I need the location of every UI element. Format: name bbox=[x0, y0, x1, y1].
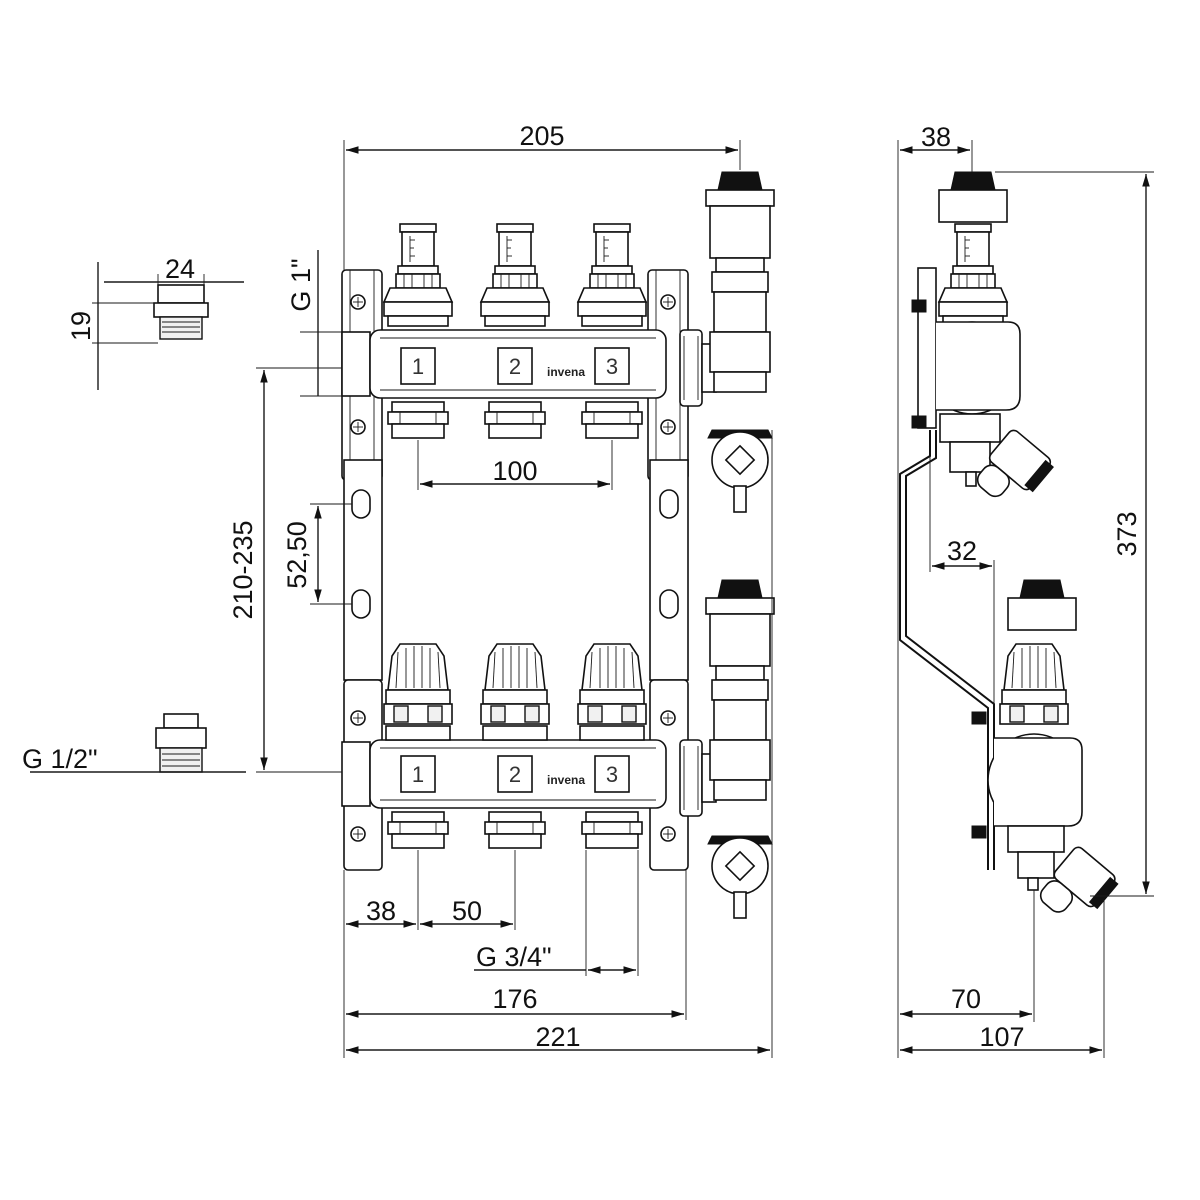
mounting-slot bbox=[351, 589, 371, 619]
brand-logo: invena bbox=[547, 773, 585, 787]
port-label-box bbox=[497, 755, 533, 793]
manifold-end-cap bbox=[341, 741, 371, 807]
port-number: 1 bbox=[412, 762, 424, 787]
port-number: 1 bbox=[412, 354, 424, 379]
side-vent-cap bbox=[1019, 579, 1065, 599]
dim-g-half: G 1/2" bbox=[22, 744, 98, 774]
air-vent-bottom bbox=[705, 579, 775, 801]
outlet-fitting bbox=[387, 401, 449, 439]
drain-valve-top bbox=[707, 429, 773, 513]
port-label-box bbox=[400, 347, 436, 385]
connector-nut bbox=[679, 329, 703, 407]
dim-side-373: 373 bbox=[1112, 511, 1142, 556]
dim-side-107: 107 bbox=[979, 1022, 1024, 1052]
flowmeter-3 bbox=[577, 223, 647, 327]
port-number: 2 bbox=[509, 354, 521, 379]
dim-side-70: 70 bbox=[951, 984, 981, 1014]
side-vent-cap bbox=[950, 171, 996, 191]
side-drain-bottom bbox=[1039, 846, 1119, 913]
dim-g-three-quarter: G 3/4" bbox=[476, 942, 552, 972]
screw-icon bbox=[350, 710, 366, 726]
half-inch-fitting-detail bbox=[155, 713, 207, 773]
dim-221: 221 bbox=[535, 1022, 580, 1052]
valve-cap-1 bbox=[383, 643, 453, 725]
dim-38: 38 bbox=[366, 896, 396, 926]
side-drain-top bbox=[976, 429, 1054, 498]
plug-fitting-detail bbox=[153, 284, 209, 340]
side-bracket bbox=[917, 267, 937, 429]
mounting-slot bbox=[659, 589, 679, 619]
side-valve-cap bbox=[999, 643, 1069, 725]
port-label-box bbox=[400, 755, 436, 793]
outlet-fitting bbox=[484, 811, 546, 849]
drain-valve-bottom bbox=[707, 835, 773, 919]
screw-icon bbox=[350, 419, 366, 435]
screw-icon bbox=[660, 294, 676, 310]
outlet-fitting bbox=[387, 811, 449, 849]
port-label-box bbox=[594, 347, 630, 385]
dim-210-235: 210-235 bbox=[228, 520, 258, 619]
valve-cap-3 bbox=[577, 643, 647, 725]
dimension-lines: 205 24 19 G 1" 100 210-235 52,50 G 1/2" bbox=[22, 121, 1154, 1058]
mounting-slot bbox=[659, 489, 679, 519]
outlet-fitting bbox=[484, 401, 546, 439]
side-view bbox=[899, 171, 1119, 913]
flowmeter-2 bbox=[480, 223, 550, 327]
screw-icon bbox=[350, 294, 366, 310]
dim-side-38: 38 bbox=[921, 122, 951, 152]
connector-nut bbox=[679, 739, 703, 817]
port-number: 3 bbox=[606, 762, 618, 787]
manifold-end-cap bbox=[341, 331, 371, 397]
air-vent-top bbox=[705, 171, 775, 393]
port-label-box bbox=[497, 347, 533, 385]
return-manifold: 1 2 3 invena bbox=[341, 643, 717, 849]
outlet-fitting bbox=[581, 811, 643, 849]
flowmeter-1 bbox=[383, 223, 453, 327]
dim-g1: G 1" bbox=[286, 258, 316, 311]
front-view: 1 2 3 invena bbox=[341, 171, 775, 919]
mounting-slot bbox=[351, 489, 371, 519]
dim-24: 24 bbox=[165, 254, 195, 284]
supply-manifold: 1 2 3 invena bbox=[341, 223, 717, 439]
brand-logo: invena bbox=[547, 365, 585, 379]
port-number: 3 bbox=[606, 354, 618, 379]
screw-icon bbox=[350, 826, 366, 842]
screw-icon bbox=[660, 826, 676, 842]
dim-100: 100 bbox=[492, 456, 537, 486]
dim-176: 176 bbox=[492, 984, 537, 1014]
side-flowmeter bbox=[938, 223, 1008, 327]
screw-icon bbox=[660, 419, 676, 435]
side-bracket-bar bbox=[899, 430, 989, 870]
screw-icon bbox=[660, 710, 676, 726]
valve-cap-2 bbox=[480, 643, 550, 725]
outlet-fitting bbox=[581, 401, 643, 439]
port-label-box bbox=[594, 755, 630, 793]
dim-205: 205 bbox=[519, 121, 564, 151]
dim-side-32: 32 bbox=[947, 536, 977, 566]
dim-52-50: 52,50 bbox=[282, 521, 312, 589]
dim-50: 50 bbox=[452, 896, 482, 926]
port-number: 2 bbox=[509, 762, 521, 787]
dim-19: 19 bbox=[66, 311, 96, 341]
